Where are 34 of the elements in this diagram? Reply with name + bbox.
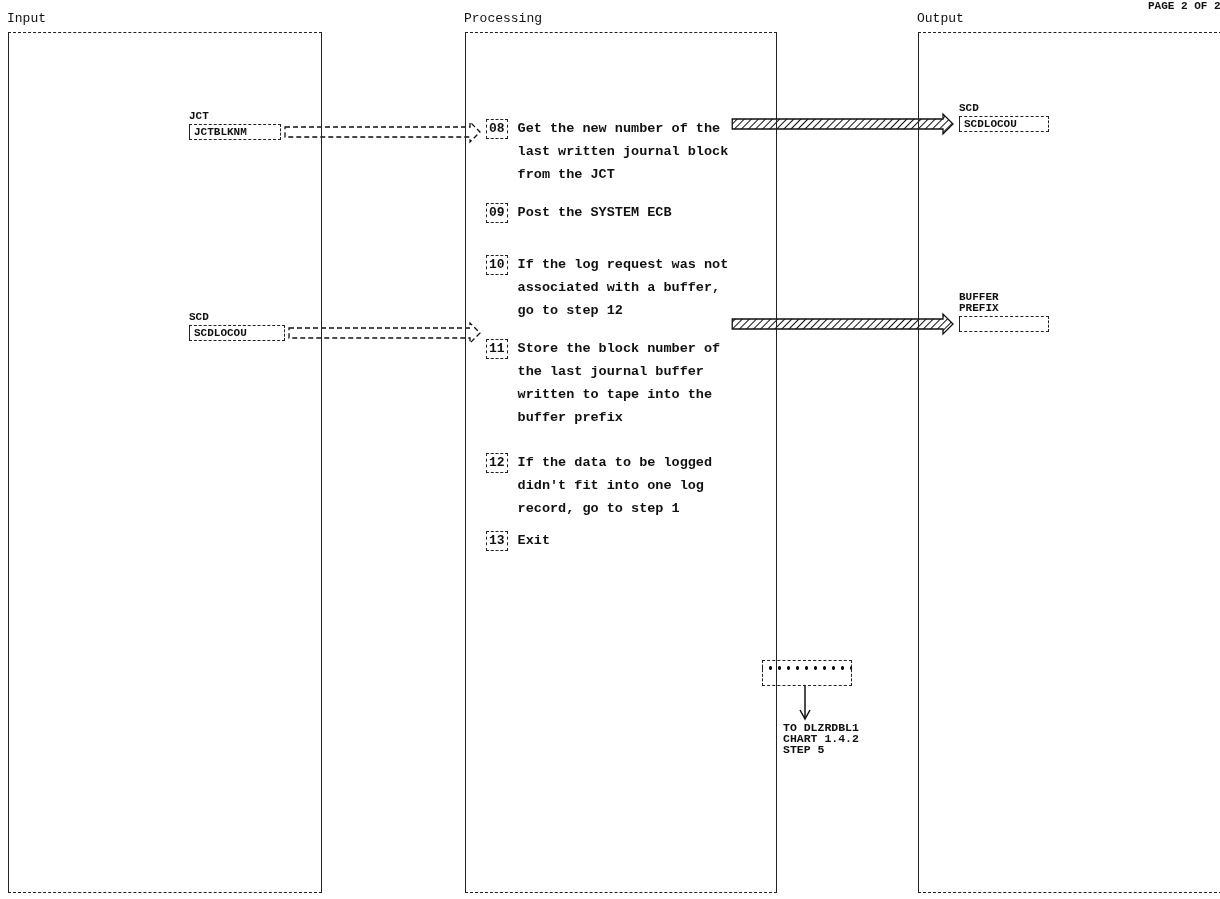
data-field: SCDLOCOU [959, 116, 1049, 132]
arrow [799, 685, 811, 720]
step-number: 10 [486, 255, 508, 275]
output-arrow [731, 112, 954, 136]
offpage-reference: TO DLZRDBL1 CHART 1.4.2 STEP 5 [783, 722, 859, 755]
data-field: JCTBLKNM [189, 124, 281, 140]
output-arrow [731, 312, 954, 336]
panel-heading: Output [917, 11, 964, 26]
panel-heading: Input [7, 11, 46, 26]
step-text: If the data to be logged didn't fit into one log record, go to step 1 [517, 454, 714, 518]
data-area [959, 292, 1049, 332]
step-number: 08 [486, 119, 508, 139]
field-label: BUFFER PREFIX [959, 292, 1000, 314]
step-text: Post the SYSTEM ECB [517, 204, 673, 222]
step-text: Store the block number of the last journal buffer written to tape into the buffer prefix [517, 340, 722, 427]
offpage-connector [762, 660, 852, 686]
step-number: 12 [486, 453, 508, 473]
field-label: SCD [189, 312, 210, 323]
step-text: If the log request was not associated with a buffer, go to step 12 [517, 256, 729, 320]
data-field: SCDLOCOU [189, 325, 285, 341]
field-label: SCD [959, 103, 980, 114]
input-arrow [288, 321, 481, 345]
field-label: JCT [189, 111, 210, 122]
step-text: Get the new number of the last written journal block from the JCT [517, 120, 729, 184]
step-text: Exit [517, 532, 551, 550]
step-number: 13 [486, 531, 508, 551]
panel-heading: Processing [464, 11, 542, 26]
data-area [189, 111, 281, 140]
step-number: 09 [486, 203, 508, 223]
step-number: 11 [486, 339, 508, 359]
data-area [959, 103, 1049, 132]
page-number: PAGE 2 OF 2 [1148, 0, 1220, 12]
data-area [189, 312, 285, 341]
input-arrow [284, 120, 481, 144]
